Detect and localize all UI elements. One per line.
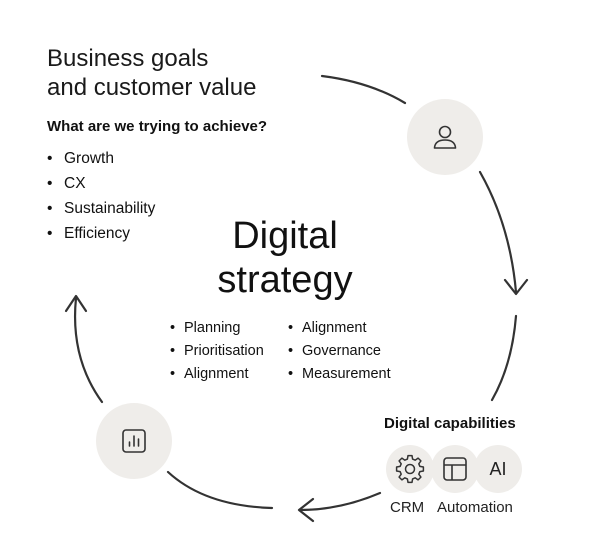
goals-item: Efficiency <box>47 221 155 246</box>
chart-icon <box>122 429 146 453</box>
center-right-list: Alignment Governance Measurement <box>288 317 391 386</box>
center-title-line2: strategy <box>217 259 353 301</box>
user-node <box>407 99 483 175</box>
layout-icon <box>443 457 467 481</box>
arc-right-lower <box>490 314 518 402</box>
arrowhead-left <box>297 497 315 523</box>
goals-item: Sustainability <box>47 196 155 221</box>
center-left-list: Planning Prioritisation Alignment <box>170 317 264 386</box>
center-left-item: Planning <box>170 317 264 340</box>
center-title: Digital strategy <box>180 214 390 302</box>
arrowhead-up <box>64 294 88 313</box>
ai-label: AI <box>489 458 507 479</box>
arc-left <box>73 296 104 404</box>
goals-question: What are we trying to achieve? <box>47 118 268 135</box>
crm-node <box>386 445 434 493</box>
goals-item: Growth <box>47 146 155 171</box>
automation-label: Automation <box>437 499 513 516</box>
goals-title: Business goals and customer value <box>47 44 256 102</box>
center-right-item: Governance <box>288 340 391 363</box>
capabilities-title: Digital capabilities <box>384 415 516 432</box>
ai-node: AI <box>474 445 522 493</box>
center-right-list-wrap: Alignment Governance Measurement <box>288 317 391 386</box>
goals-list: Growth CX Sustainability Efficiency <box>47 146 155 246</box>
user-icon <box>433 125 457 149</box>
crm-label: CRM <box>390 499 425 516</box>
arc-top <box>320 74 407 105</box>
center-left-item: Alignment <box>170 363 264 386</box>
chart-node <box>96 403 172 479</box>
arc-right-upper <box>478 170 518 294</box>
arc-bottom <box>298 491 382 512</box>
automation-node <box>431 445 479 493</box>
center-left-item: Prioritisation <box>170 340 264 363</box>
center-title-line1: Digital <box>232 215 338 257</box>
arrowhead-down <box>503 278 529 296</box>
center-right-item: Measurement <box>288 363 391 386</box>
center-right-item: Alignment <box>288 317 391 340</box>
goals-title-line2: and customer value <box>47 74 257 101</box>
goals-item: CX <box>47 171 155 196</box>
arc-bottom-left <box>166 470 274 510</box>
center-left-list-wrap: Planning Prioritisation Alignment <box>170 317 264 386</box>
gear-icon <box>395 454 425 484</box>
goals-title-line1: Business goals <box>47 45 209 72</box>
